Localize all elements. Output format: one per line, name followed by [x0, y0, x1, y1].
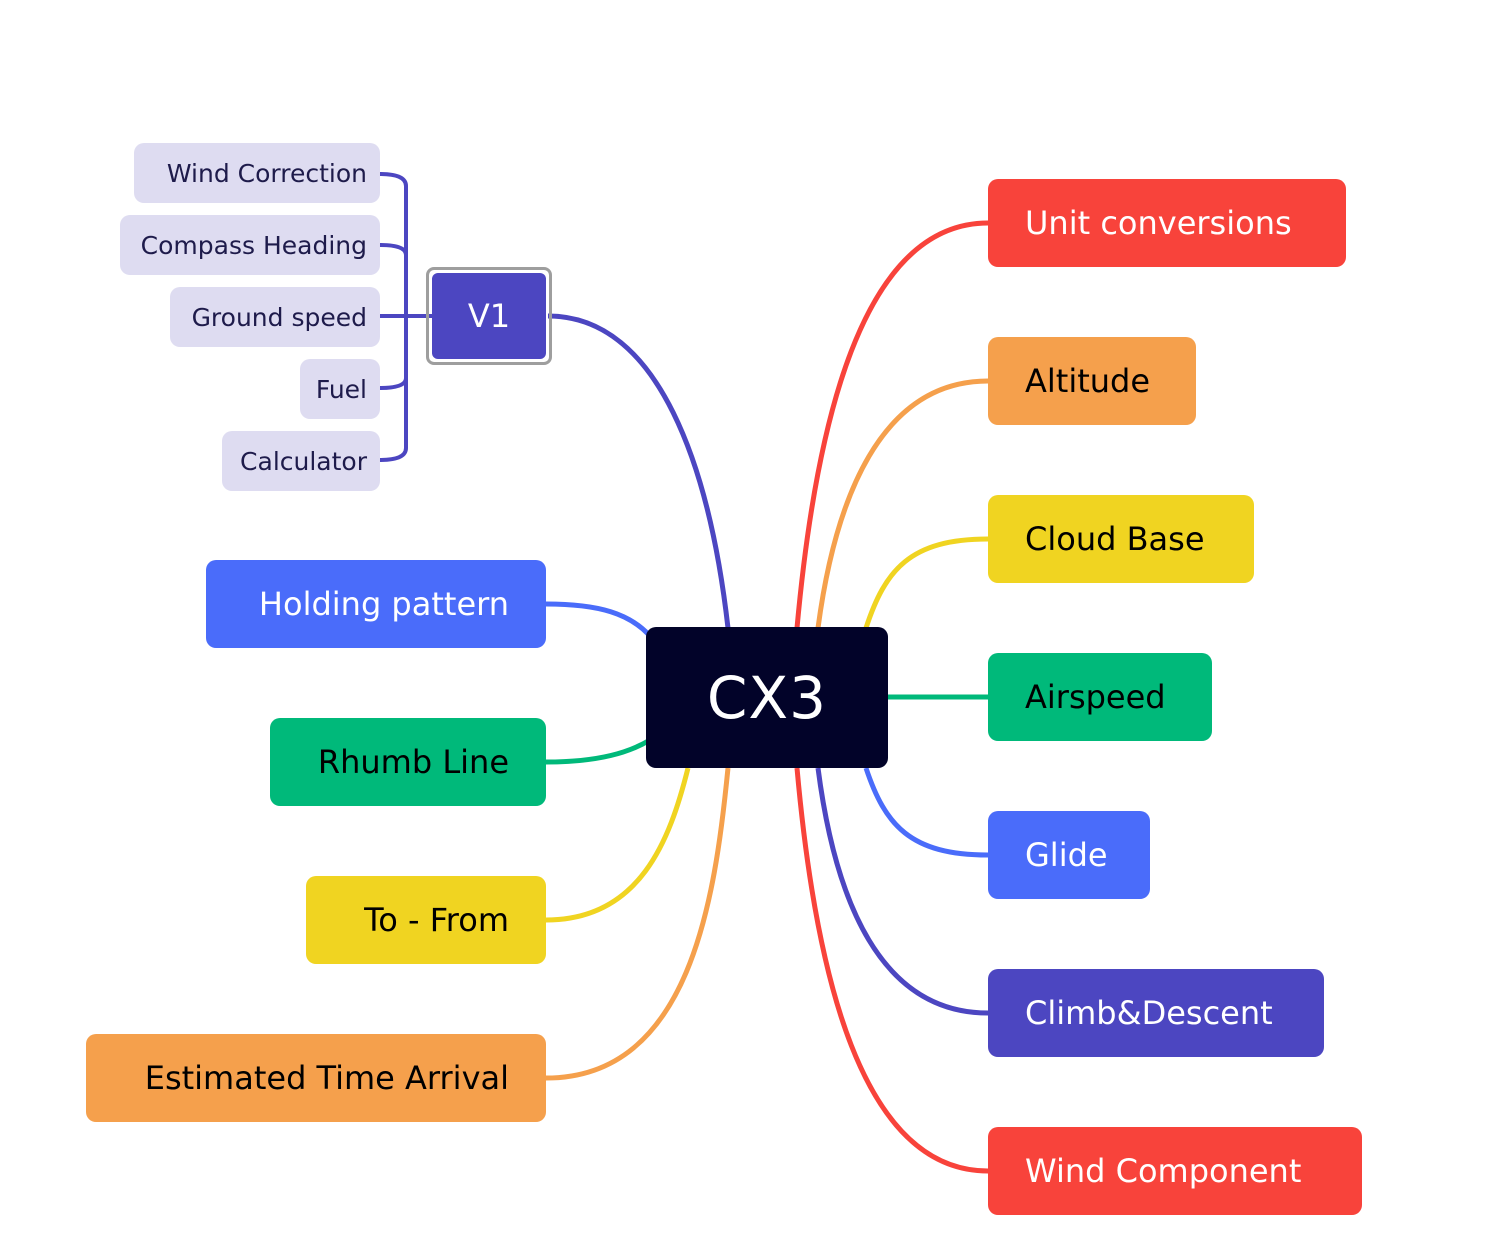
- topic-label: Cloud Base: [1025, 520, 1205, 558]
- link-to-from: [545, 767, 691, 923]
- topic-label: Climb&Descent: [1025, 994, 1273, 1032]
- subtopic-calculator[interactable]: Calculator: [222, 431, 380, 491]
- subtopic-label: Fuel: [315, 374, 367, 404]
- topic-altitude[interactable]: Altitude: [988, 337, 1196, 425]
- subtopic-wind-correction[interactable]: Wind Correction: [134, 143, 380, 203]
- topic-label: Rhumb Line: [317, 743, 509, 781]
- link-climb-descent: [815, 767, 989, 1016]
- topic-v1[interactable]: V1: [432, 273, 546, 359]
- bracket-tick-compass: [379, 243, 408, 256]
- central-topic-label: CX3: [706, 663, 828, 732]
- topic-estimated-time-arrival[interactable]: Estimated Time Arrival: [86, 1034, 546, 1122]
- v1-bracket: [379, 172, 432, 462]
- topic-label: To - From: [364, 901, 509, 939]
- bracket-tick-fuel: [379, 377, 408, 390]
- subtopic-compass-heading[interactable]: Compass Heading: [120, 215, 380, 275]
- topic-label: Altitude: [1025, 362, 1151, 400]
- topic-label: Wind Component: [1025, 1152, 1302, 1190]
- subtopic-ground-speed[interactable]: Ground speed: [170, 287, 380, 347]
- link-unit-conversions: [794, 220, 989, 629]
- topic-rhumb-line[interactable]: Rhumb Line: [270, 718, 546, 806]
- topic-wind-component[interactable]: Wind Component: [988, 1127, 1362, 1215]
- topic-cloud-base[interactable]: Cloud Base: [988, 495, 1254, 583]
- topic-to-from[interactable]: To - From: [306, 876, 546, 964]
- link-altitude: [815, 378, 989, 629]
- topic-label: Holding pattern: [258, 585, 509, 623]
- topic-airspeed[interactable]: Airspeed: [988, 653, 1212, 741]
- link-glide: [863, 767, 989, 858]
- subtopic-label: Wind Correction: [166, 158, 367, 188]
- topic-label: V1: [467, 297, 511, 335]
- v1-selection-frame: [426, 267, 552, 365]
- topic-holding-pattern[interactable]: Holding pattern: [206, 560, 546, 648]
- link-v1: [547, 313, 731, 629]
- topic-glide[interactable]: Glide: [988, 811, 1150, 899]
- subtopic-label: Calculator: [240, 446, 367, 476]
- topic-climb-descent[interactable]: Climb&Descent: [988, 969, 1324, 1057]
- link-holding-pattern: [545, 601, 652, 638]
- subtopic-label: Ground speed: [191, 302, 367, 332]
- link-estimated-time-arrival: [545, 767, 731, 1081]
- topic-label: Airspeed: [1025, 678, 1166, 716]
- topic-label: Estimated Time Arrival: [144, 1059, 509, 1097]
- subtopic-label: Compass Heading: [140, 230, 367, 260]
- central-topic[interactable]: CX3: [646, 627, 888, 768]
- topic-unit-conversions[interactable]: Unit conversions: [988, 179, 1346, 267]
- link-cloud-base: [863, 536, 989, 629]
- subtopic-fuel[interactable]: Fuel: [300, 359, 380, 419]
- link-wind-component: [794, 767, 989, 1174]
- link-rhumb-line: [545, 737, 652, 765]
- topic-label: Unit conversions: [1025, 204, 1292, 242]
- topic-label: Glide: [1025, 836, 1108, 874]
